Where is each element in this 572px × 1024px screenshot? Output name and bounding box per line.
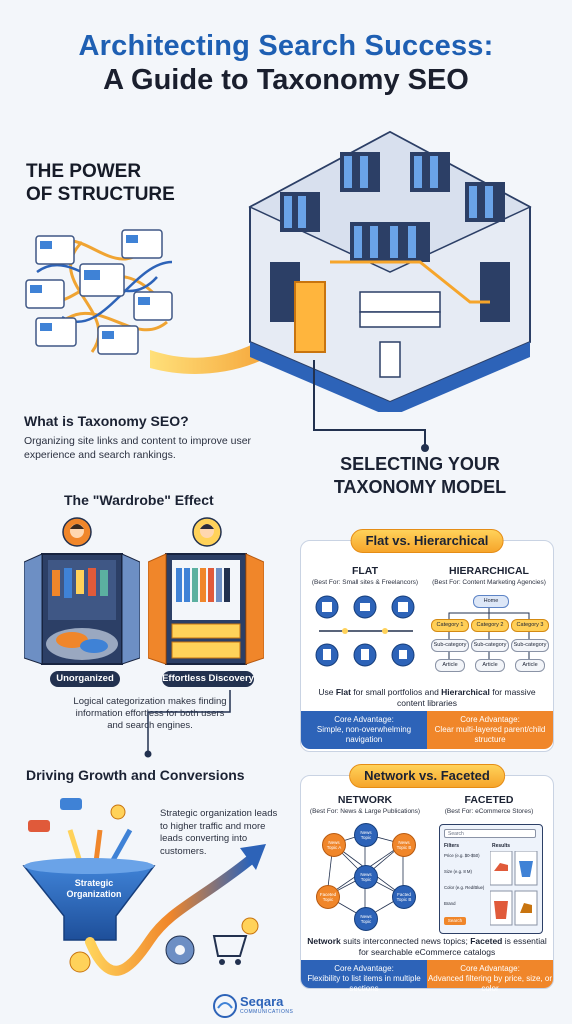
hierarchical-subtitle: (Best For: Content Marketing Agencies)	[432, 579, 546, 586]
messy-wardrobe-illustration	[24, 553, 140, 665]
frustrated-user-avatar	[62, 517, 92, 547]
network-subtitle: (Best For: News & Large Publications)	[309, 808, 421, 815]
network-title: NETWORK	[337, 794, 393, 806]
category-node: Category 2	[471, 619, 509, 632]
flat-structure-diagram	[315, 595, 415, 667]
logo-icon	[213, 994, 237, 1018]
faceted-store-window: Search Filters Results Price (e.g. $0-$5…	[439, 824, 543, 934]
flat-vs-hierarchical-heading: Flat vs. Hierarchical	[350, 529, 504, 553]
network-node: News Topic	[354, 823, 378, 847]
growth-funnel-illustration	[22, 798, 266, 976]
results-label: Results	[492, 843, 511, 849]
article-node: Article	[475, 659, 505, 672]
faceted-title: FACETED	[464, 794, 514, 806]
flat-title: FLAT	[351, 565, 379, 577]
subcategory-node: Sub-category	[431, 639, 469, 652]
wardrobe-connector	[144, 690, 231, 758]
network-core-advantage: Core Advantage: Flexibility to list item…	[301, 960, 427, 993]
filters-label: Filters	[444, 843, 460, 849]
network-node: News Topic	[354, 907, 378, 931]
page-title: Architecting Search Success:	[78, 30, 494, 62]
network-node: News Topic A	[322, 833, 346, 857]
page-subtitle: A Guide to Taxonomy SEO	[103, 64, 469, 96]
subcategory-node: Sub-category	[511, 639, 549, 652]
network-node: News Topic	[354, 865, 378, 889]
filter-color[interactable]: Color (e.g. Red/Blue)	[444, 885, 485, 890]
hierarchical-core-advantage: Core Advantage: Clear multi-layered pare…	[427, 711, 553, 749]
faceted-search-input[interactable]: Search	[444, 829, 536, 838]
subcategory-node: Sub-category	[471, 639, 509, 652]
unorganized-label: Unorganized	[50, 671, 120, 687]
network-vs-faceted-note: Network suits interconnected news topics…	[307, 936, 547, 957]
library-building-illustration	[248, 130, 532, 412]
power-heading: THE POWER OF STRUCTURE	[26, 161, 175, 205]
hierarchy-connectors	[448, 605, 530, 659]
category-node: Category 1	[431, 619, 469, 632]
select-heading: SELECTING YOUR TAXONOMY MODEL	[333, 454, 507, 497]
organized-wardrobe-illustration	[148, 553, 264, 665]
growth-description: Strategic organization leads to higher t…	[160, 808, 278, 857]
category-node: Category 3	[511, 619, 549, 632]
what-heading: What is Taxonomy SEO?	[24, 413, 189, 429]
network-node: Facted Topic B	[392, 885, 416, 909]
network-node: News Topic B	[392, 833, 416, 857]
flat-subtitle: (Best For: Small sites & Freelancors)	[311, 579, 419, 586]
effortless-discovery-label: Effortless Discovery	[162, 671, 254, 687]
connector-line	[313, 360, 429, 452]
filter-brand[interactable]: Brand	[444, 901, 456, 906]
faceted-subtitle: (Best For: eCommerce Stores)	[444, 808, 534, 815]
article-node: Article	[435, 659, 465, 672]
filter-price[interactable]: Price (e.g. $0-$50)	[444, 853, 480, 858]
hierarchical-title: HIERARCHICAL	[449, 565, 529, 577]
flat-vs-hierarchical-note: Use Flat for small portfolios and Hierar…	[318, 687, 536, 708]
flat-core-advantage: Core Advantage: Simple, non-overwhelming…	[301, 711, 427, 749]
messy-pages-illustration	[25, 229, 173, 355]
network-vs-faceted-panel: Network vs. Faceted NETWORK (Best For: N…	[300, 764, 554, 993]
funnel-label: Strategic Organization	[66, 878, 122, 899]
happy-user-avatar	[192, 517, 222, 547]
network-node: Faceted Topic	[316, 885, 340, 909]
faceted-search-button[interactable]: Search	[444, 917, 466, 925]
growth-heading: Driving Growth and Conversions	[26, 767, 245, 783]
article-node: Article	[515, 659, 545, 672]
wardrobe-heading: The "Wardrobe" Effect	[64, 492, 214, 508]
product-results-grid	[490, 851, 538, 926]
network-vs-faceted-heading: Network vs. Faceted	[349, 764, 505, 788]
wardrobe-description: Logical categorization makes finding inf…	[73, 696, 227, 731]
filter-size[interactable]: Size (e.g. 8 M)	[444, 869, 472, 874]
company-logo: Seqara COMMUNICATIONS	[212, 992, 362, 1020]
faceted-core-advantage: Core Advantage: Advanced filtering by pr…	[427, 960, 553, 993]
flat-vs-hierarchical-panel: Flat vs. Hierarchical FLAT (Best For: Sm…	[300, 529, 554, 752]
what-description: Organizing site links and content to imp…	[24, 435, 252, 461]
home-node: Home	[473, 595, 509, 608]
